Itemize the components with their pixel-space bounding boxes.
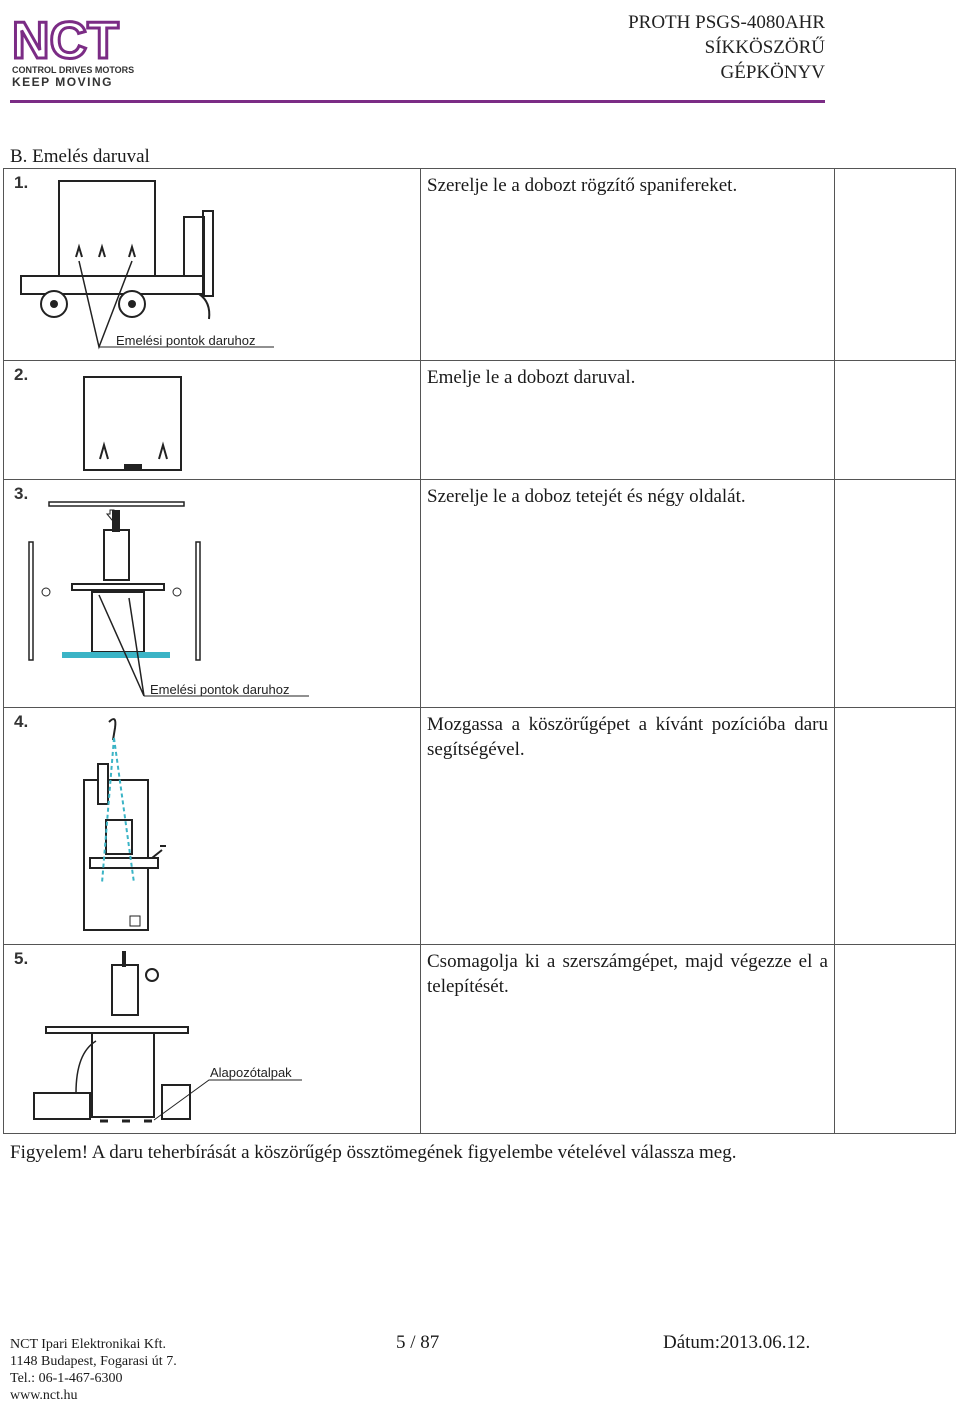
step-figure-cell: 2. (3, 360, 421, 480)
nct-logo: NCT CONTROL DRIVES MOTORS KEEP MOVING (12, 11, 134, 90)
svg-text:CONTROL DRIVES MOTORS: CONTROL DRIVES MOTORS (12, 65, 134, 75)
step-text: Csomagolja ki a szerszámgépet, majd vége… (420, 944, 835, 1134)
footer-company: NCT Ipari Elektronikai Kft. (10, 1337, 167, 1352)
step-number: 4. (14, 712, 29, 731)
empty-cell (834, 168, 956, 361)
svg-text:KEEP MOVING: KEEP MOVING (12, 75, 113, 89)
title-line: GÉPKÖNYV (720, 62, 826, 83)
warning-text: Figyelem! A daru teherbírását a köszörűg… (10, 1142, 737, 1163)
page-number: 5 / 87 (396, 1332, 440, 1353)
title-line: PROTH PSGS-4080AHR (628, 12, 825, 33)
empty-cell (834, 944, 956, 1134)
crane-lifting-machine-illustration (83, 718, 166, 931)
unpacked-machine-illustration: Emelési pontok daruhoz (28, 501, 309, 697)
steps-table: 1. Emelési pontok daruhoz Szerelje le a … (3, 168, 956, 1134)
table-row: 4. Mozgassa a köszörűgépet a kívánt pozí… (3, 707, 956, 945)
svg-text:Emelési pontok daruhoz: Emelési pontok daruhoz (116, 333, 255, 348)
header-divider (10, 100, 825, 103)
footer-company-info: NCT Ipari Elektronikai Kft. 1148 Budapes… (10, 1336, 177, 1404)
step-text: Szerelje le a doboz tetejét és négy olda… (420, 479, 835, 708)
footer-address: 1148 Budapest, Fogarasi út 7. (10, 1354, 177, 1369)
step-text: Mozgassa a köszörűgépet a kívánt pozíció… (420, 707, 835, 945)
title-line: SÍKKÖSZÖRŰ (704, 37, 825, 58)
step-figure-cell: 5. Alapozótalpak (3, 944, 421, 1134)
step-figure-cell: 3. Emelési pontok daruhoz (3, 479, 421, 708)
truck-with-box-illustration: Emelési pontok daruhoz (20, 180, 274, 350)
step-number: 3. (14, 484, 29, 503)
empty-cell (834, 707, 956, 945)
step-text: Szerelje le a dobozt rögzítő spanifereke… (420, 168, 835, 361)
step-figure-cell: 4. (3, 707, 421, 945)
step-number: 1. (14, 173, 29, 192)
empty-cell (834, 360, 956, 480)
svg-text:Emelési pontok daruhoz: Emelési pontok daruhoz (150, 682, 289, 697)
table-row: 1. Emelési pontok daruhoz Szerelje le a … (3, 168, 956, 361)
step-figure-cell: 1. Emelési pontok daruhoz (3, 168, 421, 361)
box-illustration (83, 376, 182, 471)
step-number: 2. (14, 365, 29, 384)
table-row: 2. Emelje le a dobozt daruval. (3, 360, 956, 480)
table-row: 3. Emelési pontok daruhoz Szerelje le a … (3, 479, 956, 708)
svg-text:Alapozótalpak: Alapozótalpak (210, 1065, 292, 1080)
document-date: Dátum:2013.06.12. (663, 1332, 811, 1353)
installed-machine-illustration: Alapozótalpak (33, 951, 302, 1123)
empty-cell (834, 479, 956, 708)
document-title: PROTH PSGS-4080AHR SÍKKÖSZÖRŰ GÉPKÖNYV (628, 10, 825, 85)
table-row: 5. Alapozótalpak Csomagolja ki a szerszá… (3, 944, 956, 1134)
footer-web: www.nct.hu (10, 1388, 78, 1403)
step-number: 5. (14, 949, 29, 968)
step-text: Emelje le a dobozt daruval. (420, 360, 835, 480)
section-title: B. Emelés daruval (10, 146, 150, 167)
footer-phone: Tel.: 06-1-467-6300 (10, 1371, 123, 1386)
svg-text:NCT: NCT (12, 12, 119, 70)
